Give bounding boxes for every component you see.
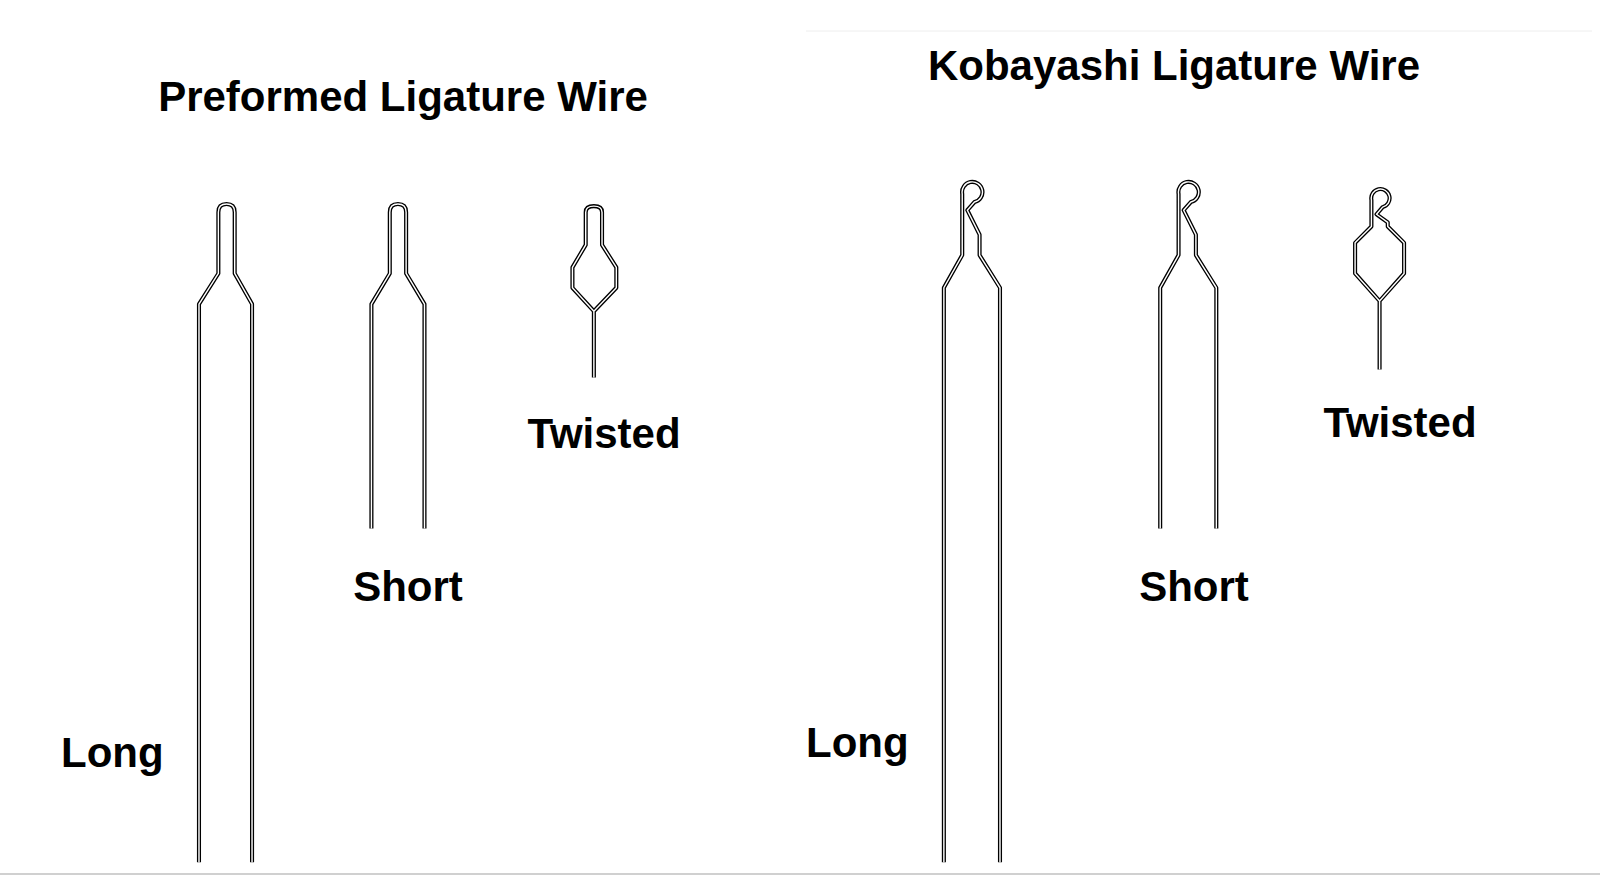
wire-length-label: Long: [806, 720, 909, 766]
preformed-short-wire: [371, 204, 424, 528]
top-rule: [806, 31, 1592, 32]
wire-length-label: Short: [353, 564, 463, 610]
group-heading: Kobayashi Ligature Wire: [928, 43, 1420, 89]
group-heading: Preformed Ligature Wire: [158, 74, 648, 120]
wire-length-label: Long: [61, 730, 164, 776]
kobayashi-twisted-wire: [1355, 189, 1404, 369]
bottom-rule: [0, 873, 1600, 875]
preformed-long-wire: [199, 204, 252, 862]
wire-length-label: Short: [1139, 564, 1249, 610]
wire-form-label: Twisted: [1323, 400, 1476, 446]
wire-form-label: Twisted: [527, 411, 680, 457]
kobayashi-short-wire: [1160, 182, 1216, 529]
kobayashi-long-wire: [944, 182, 1000, 862]
preformed-twisted-wire: [572, 206, 616, 377]
